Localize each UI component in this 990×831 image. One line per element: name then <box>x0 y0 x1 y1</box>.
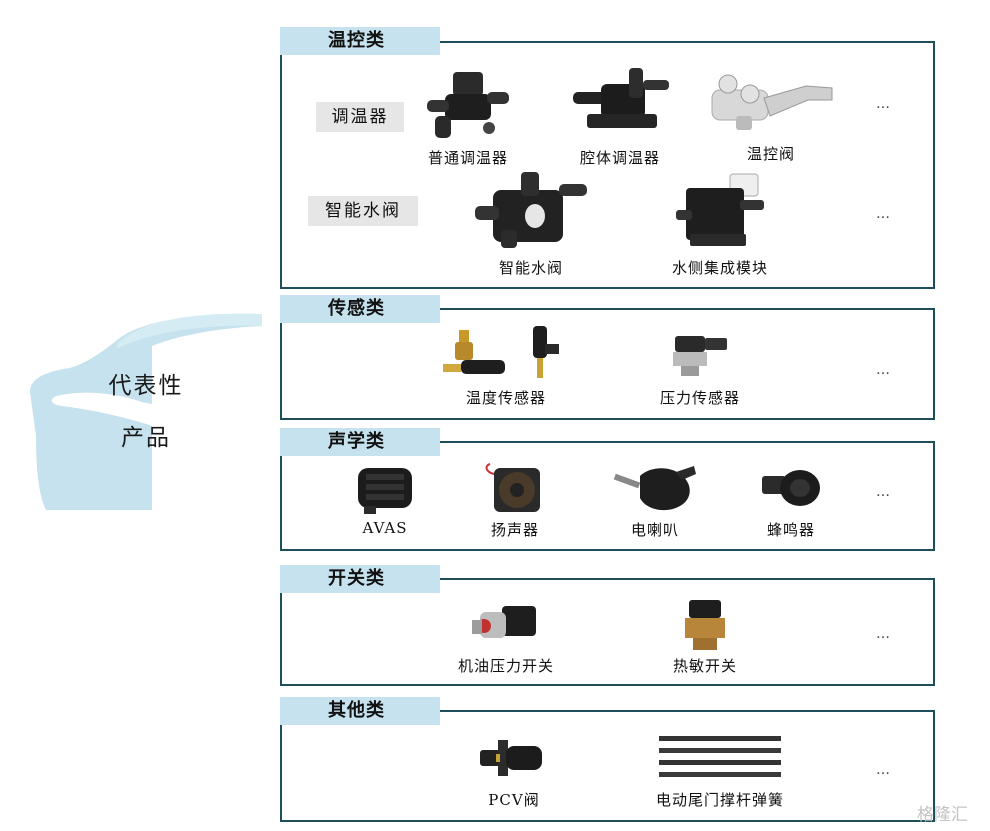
product-tailgate-strut-spring: 电动尾门撑杆弹簧 <box>640 732 800 810</box>
product-oil-pressure-switch: 机油压力开关 <box>446 598 566 676</box>
product-standard-thermostat: 普通调温器 <box>418 64 518 168</box>
car-silhouette <box>22 306 262 512</box>
section-switch-box <box>280 578 935 686</box>
product-caption: 智能水阀 <box>498 259 563 277</box>
thermostat-icon <box>427 72 509 138</box>
thermo-valve-icon <box>711 74 833 130</box>
product-smart-water-valve: 智能水阀 <box>466 170 596 278</box>
product-thermo-valve: 温控阀 <box>706 64 836 164</box>
more-indicator: … <box>876 626 892 642</box>
product-caption: 温控阀 <box>746 145 795 163</box>
section-switch-tab: 开关类 <box>280 565 440 593</box>
product-cavity-thermostat: 腔体调温器 <box>560 64 680 168</box>
product-caption: PCV阀 <box>488 791 540 809</box>
product-caption: 普通调温器 <box>427 149 508 167</box>
thermal-switch-icon <box>685 600 725 650</box>
section-acoustic-tab: 声学类 <box>280 428 440 456</box>
product-caption: 机油压力开关 <box>457 657 554 675</box>
product-caption: 热敏开关 <box>672 657 737 675</box>
section-sensor-box <box>280 308 935 420</box>
product-caption: 电喇叭 <box>630 521 679 539</box>
temperature-sensor-icon <box>443 326 559 378</box>
product-caption: 电动尾门撑杆弹簧 <box>655 791 784 809</box>
row-label-smart-valve: 智能水阀 <box>308 196 418 226</box>
pressure-sensor-icon <box>673 336 727 376</box>
product-pcv-valve: PCV阀 <box>464 732 564 810</box>
product-caption: 水侧集成模块 <box>671 259 768 277</box>
section-thermal-tab: 温控类 <box>280 27 440 55</box>
product-buzzer: 蜂鸣器 <box>746 462 836 540</box>
avas-speaker-icon <box>358 468 412 514</box>
more-indicator: … <box>876 96 892 112</box>
product-caption: 蜂鸣器 <box>766 521 815 539</box>
product-caption: AVAS <box>362 519 408 537</box>
product-caption: 压力传感器 <box>659 389 740 407</box>
section-other-box <box>280 710 935 822</box>
smart-water-valve-icon <box>475 172 587 248</box>
more-indicator: … <box>876 484 892 500</box>
strut-spring-icon <box>659 736 781 777</box>
buzzer-icon <box>762 470 820 506</box>
watermark: 格隆汇 <box>917 805 968 825</box>
more-indicator: … <box>876 362 892 378</box>
electric-horn-icon <box>613 466 696 511</box>
more-indicator: … <box>876 762 892 778</box>
section-sensor-tab: 传感类 <box>280 295 440 323</box>
pcv-valve-icon <box>480 740 542 776</box>
center-label-line1: 代表性 <box>108 373 184 399</box>
oil-pressure-switch-icon <box>472 606 536 638</box>
product-caption: 温度传感器 <box>465 389 546 407</box>
product-thermal-switch: 热敏开关 <box>650 598 760 676</box>
product-pressure-sensor: 压力传感器 <box>640 330 760 408</box>
section-other-tab: 其他类 <box>280 697 440 725</box>
product-caption: 腔体调温器 <box>579 149 660 167</box>
product-temperature-sensor: 温度传感器 <box>436 324 576 408</box>
water-side-module-icon <box>676 173 764 246</box>
row-label-thermostat: 调温器 <box>316 102 404 132</box>
cavity-thermostat-icon <box>573 68 669 128</box>
car-icon <box>30 313 262 510</box>
product-caption: 扬声器 <box>490 521 539 539</box>
product-electric-horn: 电喇叭 <box>600 462 710 540</box>
section-thermal-box <box>280 41 935 289</box>
loudspeaker-icon <box>485 463 540 512</box>
center-label-line2: 产品 <box>121 425 171 451</box>
product-avas: AVAS <box>340 462 430 537</box>
product-water-side-module: 水侧集成模块 <box>660 170 780 278</box>
more-indicator: … <box>876 206 892 222</box>
product-loudspeaker: 扬声器 <box>470 462 560 540</box>
